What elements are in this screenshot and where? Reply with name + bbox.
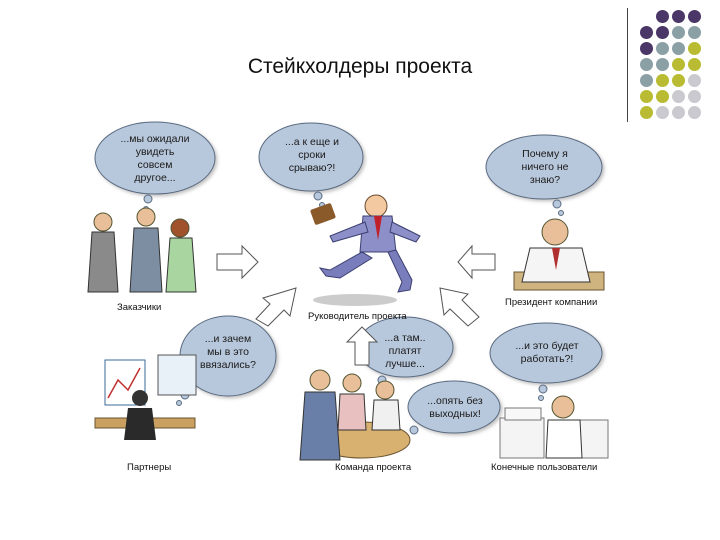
decorative-dot (640, 58, 653, 71)
bubble-line: лучше... (385, 358, 425, 370)
decorative-dot (688, 26, 701, 39)
decorative-dot (672, 90, 685, 103)
decorative-dot (656, 42, 669, 55)
decorative-dot (640, 90, 653, 103)
decorative-dot (688, 42, 701, 55)
arrow-president-to-manager (457, 244, 496, 280)
decorative-dot (640, 26, 653, 39)
arrow-partners-to-manager (255, 287, 297, 327)
bubble-line: ничего не (521, 161, 569, 173)
cloud-manager (258, 122, 364, 208)
bubble-line: Почему я (522, 148, 568, 160)
decorative-dot (672, 58, 685, 71)
caption-users: Конечные пользователи (491, 462, 598, 473)
decorative-dot (672, 74, 685, 87)
cloud-customers (94, 121, 216, 212)
bubble-line: ...а там.. (384, 332, 426, 344)
bubble-line: знаю? (529, 174, 561, 186)
caption-president: Президент компании (505, 297, 598, 308)
decorative-dot (656, 58, 669, 71)
decorative-dot (688, 74, 701, 87)
caption-team: Команда проекта (335, 462, 412, 473)
divider-line (627, 8, 628, 122)
bubble-line: ...и это будет (515, 340, 579, 352)
caption-partners: Партнеры (127, 462, 172, 473)
arrow-customers-to-manager (216, 244, 259, 280)
decorative-dot (640, 42, 653, 55)
team-illustration (299, 369, 411, 461)
decorative-dot (656, 106, 669, 119)
bubble-line: сроки (298, 149, 326, 161)
arrow-team-to-manager (345, 326, 379, 366)
caption-customers: Заказчики (117, 302, 162, 313)
decorative-dot (656, 74, 669, 87)
decorative-dot (688, 58, 701, 71)
cloud-president (485, 134, 603, 216)
arrow-users-to-manager (439, 287, 480, 327)
decorative-dot (656, 90, 669, 103)
cloud-team2 (407, 380, 501, 435)
bubble-line: увидеть (135, 146, 175, 158)
page-title: Стейкхолдеры проекта (247, 55, 473, 78)
bubble-line: совсем (137, 159, 173, 171)
bubble-line: ...опять без (427, 395, 483, 407)
bubble-line: ...мы ожидали (120, 133, 190, 145)
bubble-line: срываю?! (288, 162, 336, 174)
decorative-dot (672, 106, 685, 119)
bubble-line: ввязались? (200, 359, 256, 371)
decorative-dot (688, 10, 701, 23)
bubble-line: платят (388, 345, 422, 357)
decorative-dot (640, 106, 653, 119)
decorative-dot (672, 42, 685, 55)
decorative-dot (672, 26, 685, 39)
bubble-line: ...а к еще и (284, 136, 339, 148)
decorative-dot (656, 10, 669, 23)
decorative-dot (688, 90, 701, 103)
president-illustration (513, 218, 605, 291)
bubble-line: другое... (134, 172, 176, 184)
manager-illustration (310, 194, 421, 306)
partners-illustration (94, 354, 197, 440)
bubble-line: работать?! (520, 353, 574, 365)
cloud-users (489, 322, 603, 401)
decorative-dot (656, 26, 669, 39)
caption-manager: Руководитель проекта (308, 311, 407, 322)
decorative-dot (672, 10, 685, 23)
bubble-line: ...и зачем (204, 333, 252, 345)
decorative-dot (640, 74, 653, 87)
decorative-dot (688, 106, 701, 119)
bubble-line: выходных! (429, 408, 481, 420)
users-illustration (499, 395, 609, 459)
bubble-line: мы в это (207, 346, 249, 358)
customers-illustration (87, 207, 197, 293)
